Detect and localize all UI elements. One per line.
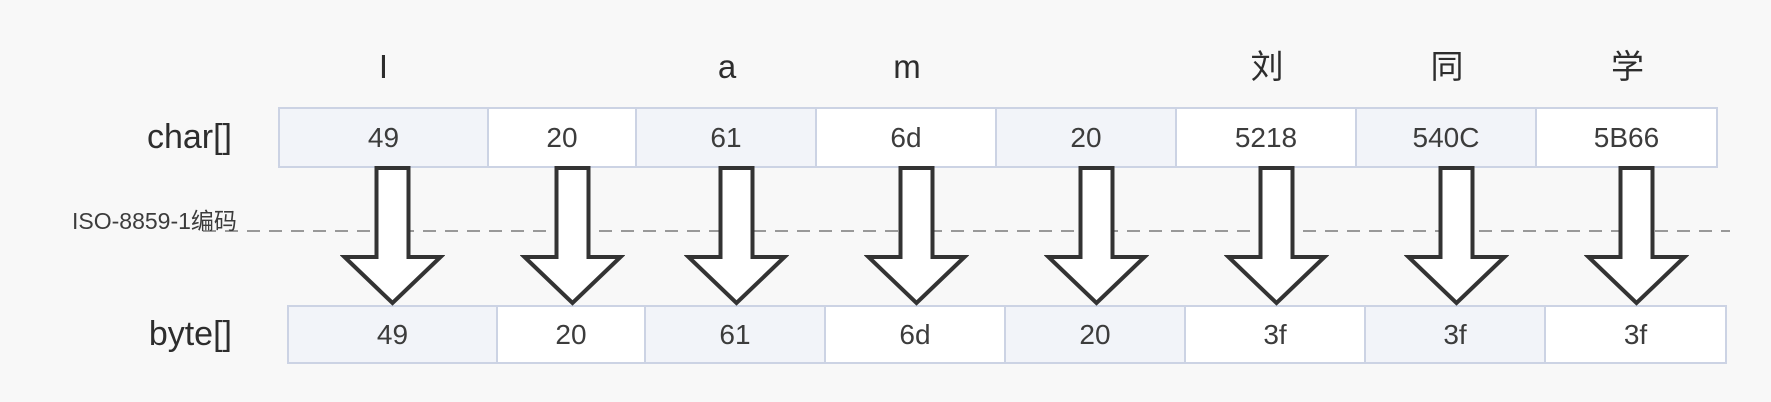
character-label bbox=[489, 44, 637, 90]
char-array-label: char[] bbox=[146, 118, 232, 156]
down-arrow-icon bbox=[340, 166, 445, 306]
character-label: 刘 bbox=[1250, 48, 1284, 85]
char-cell: 6d bbox=[817, 107, 997, 168]
char-cell: 61 bbox=[637, 107, 817, 168]
character-label: a bbox=[717, 48, 737, 85]
character-label: I bbox=[378, 48, 389, 85]
down-arrow-icon bbox=[684, 166, 789, 306]
byte-array-label: byte[] bbox=[148, 315, 232, 353]
character-label: m bbox=[893, 48, 921, 85]
character-label: 学 bbox=[1611, 48, 1644, 85]
character-label bbox=[997, 44, 1177, 90]
byte-cell: 3f bbox=[1546, 305, 1727, 364]
down-arrow-icon bbox=[520, 166, 625, 306]
byte-cell: 3f bbox=[1366, 305, 1546, 364]
down-arrow-icon bbox=[864, 166, 969, 306]
byte-cell: 6d bbox=[826, 305, 1006, 364]
char-cell: 5218 bbox=[1177, 107, 1357, 168]
byte-cell: 20 bbox=[498, 305, 646, 364]
character-labels-row: I a m 刘 同 学 bbox=[278, 44, 1718, 90]
char-cell: 49 bbox=[278, 107, 489, 168]
down-arrow-icon bbox=[1044, 166, 1149, 306]
encoding-name-label: ISO-8859-1编码 bbox=[72, 208, 237, 234]
down-arrow-icon bbox=[1224, 166, 1329, 306]
byte-cell: 3f bbox=[1186, 305, 1366, 364]
char-cell: 20 bbox=[489, 107, 637, 168]
encoding-boundary-dashed-line bbox=[203, 230, 1730, 232]
byte-cell: 20 bbox=[1006, 305, 1186, 364]
character-label: 同 bbox=[1430, 48, 1464, 85]
char-cell: 20 bbox=[997, 107, 1177, 168]
byte-cell: 49 bbox=[287, 305, 498, 364]
char-cell: 5B66 bbox=[1537, 107, 1718, 168]
byte-cell: 61 bbox=[646, 305, 826, 364]
char-array-row: 49 20 61 6d 20 5218 540C 5B66 bbox=[278, 107, 1719, 168]
byte-array-row: 49 20 61 6d 20 3f 3f 3f bbox=[287, 305, 1728, 364]
down-arrow-icon bbox=[1584, 166, 1689, 306]
down-arrow-icon bbox=[1404, 166, 1509, 306]
char-cell: 540C bbox=[1357, 107, 1537, 168]
